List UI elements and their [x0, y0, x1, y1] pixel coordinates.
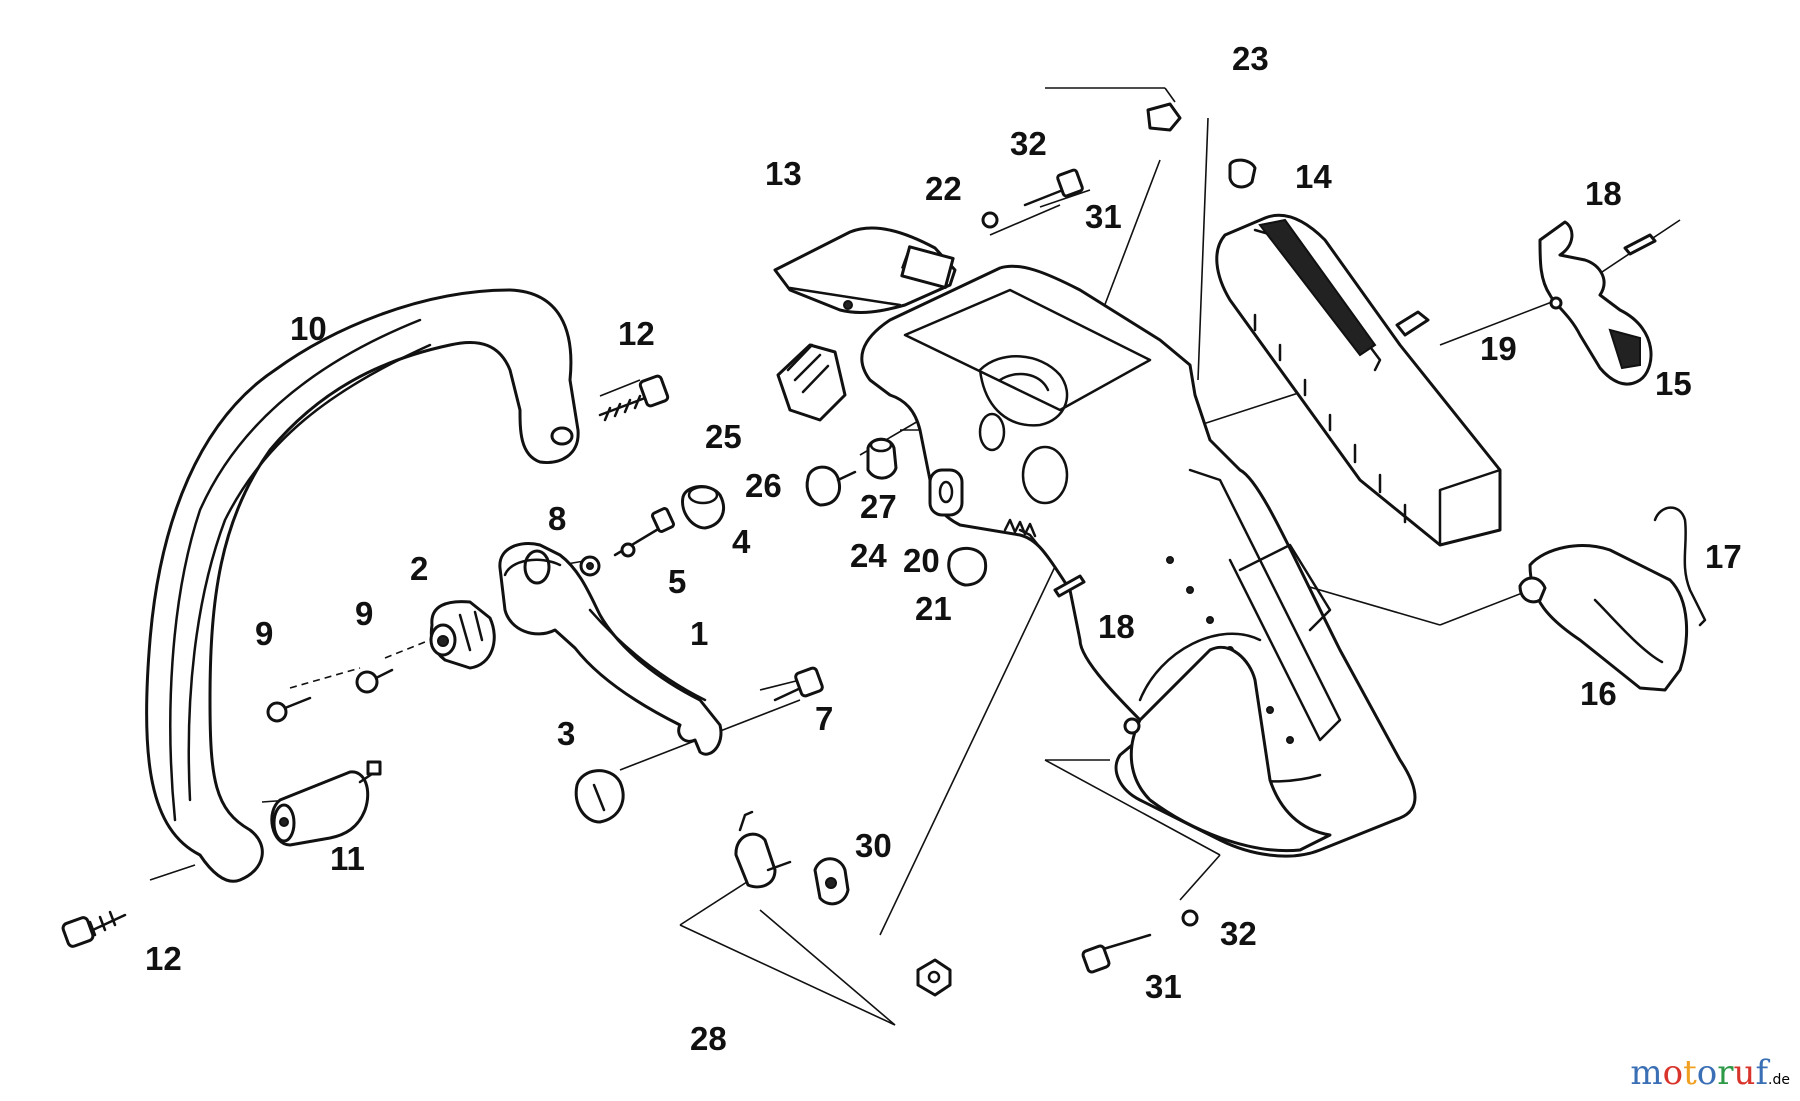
watermark-letter: o: [1696, 1053, 1718, 1093]
watermark-letter: m: [1630, 1053, 1663, 1093]
brake-lever: [498, 542, 723, 756]
callout-1: 1: [690, 615, 708, 652]
bolt-5: [613, 507, 675, 558]
callout-23: 23: [1232, 40, 1269, 77]
callout-labels: 1 2 3 4 5 7 8 9 9 10 11 12 12 13 14 15 1…: [145, 40, 1742, 1057]
clip-30: [813, 857, 850, 906]
throttle-trigger: [1538, 220, 1653, 386]
callout-27: 27: [860, 488, 897, 525]
pin-18-lower: [1053, 574, 1086, 598]
spring-20: [1003, 518, 1037, 538]
callout-20: 20: [903, 542, 940, 579]
watermark-letter: u: [1733, 1053, 1756, 1093]
callout-26: 26: [745, 467, 782, 504]
screw-7: [773, 666, 824, 702]
nut-23b: [1228, 158, 1257, 189]
callout-9-left: 9: [255, 615, 273, 652]
callout-11: 11: [330, 840, 365, 877]
bushing: [429, 600, 496, 670]
screw-upper: [598, 374, 670, 422]
callout-10: 10: [290, 310, 327, 347]
callout-28: 28: [690, 1020, 727, 1057]
watermark-letter: r: [1717, 1053, 1734, 1093]
handle-cover: [1215, 213, 1502, 547]
callout-4: 4: [732, 523, 751, 560]
washer-8: [579, 555, 601, 577]
callout-8: 8: [548, 500, 566, 537]
watermark-letters: motoruf: [1630, 1053, 1768, 1093]
rubber-buffer: [270, 760, 382, 847]
callout-5: 5: [668, 563, 686, 600]
washer-32-lower: [1181, 909, 1199, 927]
callout-18-upper: 18: [1585, 175, 1622, 212]
callout-7: 7: [815, 700, 833, 737]
front-handle-bar: [145, 288, 580, 883]
callout-19: 19: [1480, 330, 1517, 367]
pivot-bolt: [574, 769, 625, 824]
bolt-31-lower: [1081, 933, 1152, 974]
callout-9-right: 9: [355, 595, 373, 632]
spring-17: [1653, 506, 1707, 627]
hand-guard-plate: [1123, 645, 1332, 853]
washer-32-upper: [981, 211, 999, 229]
nut-28: [916, 958, 952, 997]
callout-2: 2: [410, 550, 428, 587]
label-22: [900, 245, 955, 289]
pin-19: [1395, 310, 1430, 337]
damper-25: [776, 343, 847, 422]
callout-31-lower: 31: [1145, 968, 1182, 1005]
callout-14: 14: [1295, 158, 1332, 195]
callout-24: 24: [850, 537, 887, 574]
callout-25: 25: [705, 418, 742, 455]
watermark-letter: t: [1683, 1053, 1697, 1093]
plug-26: [805, 465, 857, 507]
watermark-letter: f: [1755, 1053, 1769, 1093]
adjuster-28: [734, 810, 792, 889]
screw-9-right: [355, 668, 394, 694]
bushing-27: [866, 437, 898, 480]
pin-18-upper: [1623, 233, 1657, 256]
callout-16: 16: [1580, 675, 1617, 712]
callout-30: 30: [855, 827, 892, 864]
motoruf-watermark-logo: motoruf.de: [1630, 1053, 1790, 1093]
callout-22: 22: [925, 170, 962, 207]
callout-21: 21: [915, 590, 952, 627]
nut-23a: [1146, 102, 1182, 132]
throttle-lockout: [1518, 544, 1689, 692]
callout-32-upper: 32: [1010, 125, 1047, 162]
callout-17: 17: [1705, 538, 1742, 575]
callout-31-upper: 31: [1085, 198, 1122, 235]
bolt-31-upper: [1023, 168, 1084, 207]
watermark-suffix: .de: [1768, 1072, 1790, 1088]
screw-lower: [61, 910, 127, 948]
callout-12-upper: 12: [618, 315, 655, 352]
cap-4: [681, 485, 725, 530]
callout-3: 3: [557, 715, 575, 752]
callout-12-lower: 12: [145, 940, 182, 977]
plug-21: [947, 546, 988, 587]
callout-13: 13: [765, 155, 802, 192]
grommet-24: [928, 468, 964, 517]
callout-18-lower: 18: [1098, 608, 1135, 645]
callout-15: 15: [1655, 365, 1692, 402]
watermark-letter: o: [1662, 1053, 1684, 1093]
screw-9-left: [266, 696, 312, 723]
callout-32-lower: 32: [1220, 915, 1257, 952]
